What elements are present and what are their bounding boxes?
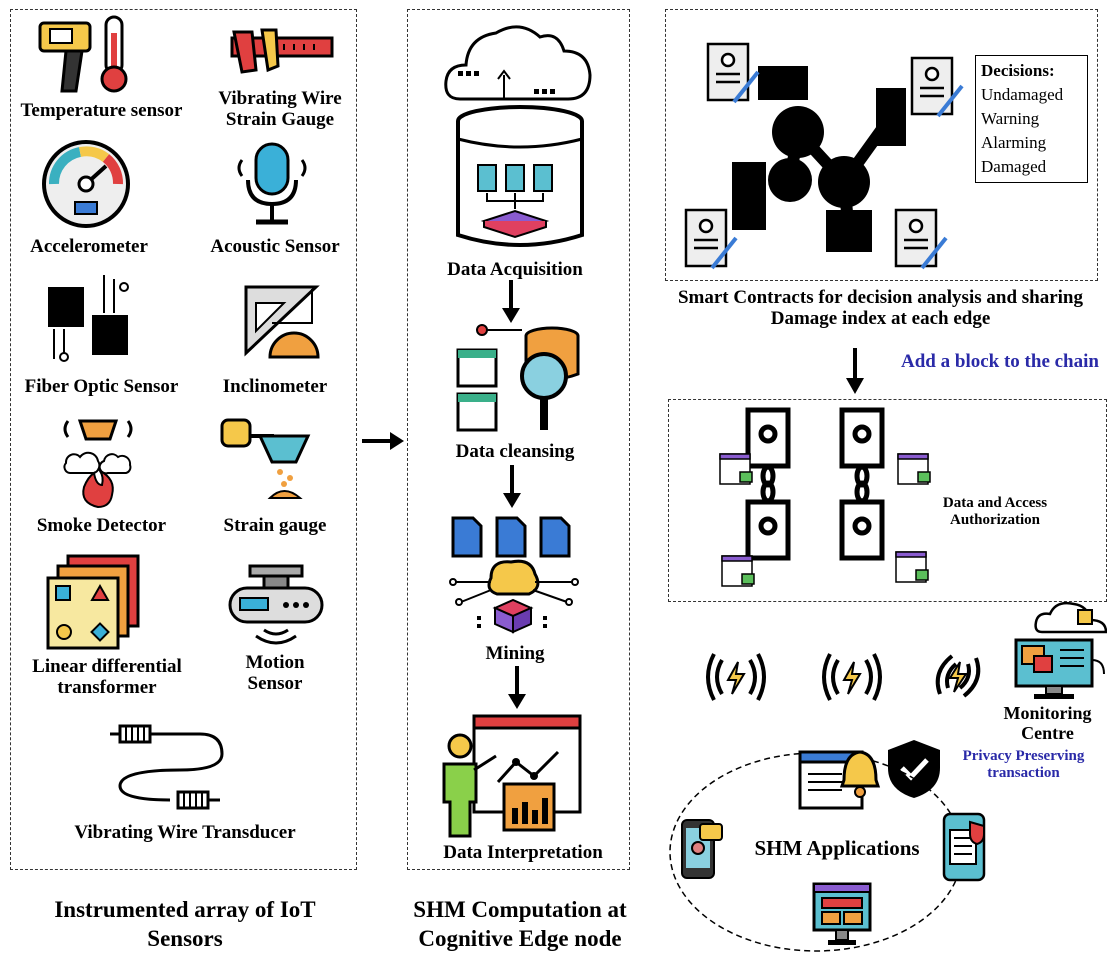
smart-contract-panel — [665, 9, 1098, 281]
edge-node-panel — [407, 9, 630, 870]
inclinometer-icon — [244, 285, 320, 359]
wireless-signal-icon-1 — [706, 653, 766, 701]
decision-alarming: Alarming — [981, 133, 1047, 152]
label-strain-gauge: Strain gauge — [223, 515, 327, 536]
mobile-chat-icon — [681, 819, 723, 879]
accelerometer-icon — [42, 140, 130, 228]
label-vibrating-wire-transducer: Vibrating Wire Transducer — [74, 822, 296, 843]
label-accelerometer: Accelerometer — [30, 236, 148, 257]
arrow-mining-to-interpretation — [508, 666, 526, 709]
sensor-array-panel — [10, 9, 357, 870]
ldt-icon — [46, 554, 140, 650]
smoke-detector-icon — [63, 419, 133, 509]
cloud-database-icon — [444, 25, 592, 247]
monitoring-centre-icon — [1014, 601, 1107, 699]
wireless-signal-icon-2 — [822, 653, 882, 701]
temperature-sensor-icon — [38, 15, 128, 93]
arrow-contract-to-chain — [846, 348, 864, 394]
label-add-block: Add a block to the chain — [901, 351, 1099, 372]
arrow-cleansing-to-mining — [503, 465, 521, 508]
caption-sensor-array: Instrumented array of IoT Sensors — [54, 897, 316, 951]
label-acoustic-sensor: Acoustic Sensor — [210, 236, 340, 257]
label-inclinometer: Inclinometer — [222, 376, 328, 397]
vibrating-wire-transducer-icon — [110, 724, 224, 810]
label-motion-sensor: Motion Sensor — [245, 652, 305, 695]
strain-gauge-sieve-icon — [220, 418, 311, 499]
label-data-access-authorization: Data and Access Authorization — [942, 495, 1048, 528]
caption-edge-node: SHM Computation at Cognitive Edge node — [413, 897, 627, 951]
wireless-signal-icon-3 — [935, 654, 981, 698]
acoustic-sensor-icon — [237, 142, 307, 225]
arrow-acq-to-cleansing — [502, 280, 520, 323]
label-monitoring-centre: Monitoring Centre — [1003, 703, 1092, 744]
label-privacy-preserving: Privacy Preserving transaction — [962, 748, 1085, 781]
motion-sensor-icon — [228, 564, 324, 645]
strain-gauge-icon — [230, 28, 334, 74]
data-interpretation-icon — [442, 714, 582, 838]
decisions-box: Decisions: Undamaged Warning Alarming Da… — [975, 55, 1088, 183]
decision-undamaged: Undamaged — [981, 85, 1064, 104]
label-data-acquisition: Data Acquisition — [447, 259, 583, 280]
label-shm-applications: SHM Applications — [754, 836, 920, 860]
desktop-monitor-icon — [812, 882, 872, 945]
decision-damaged: Damaged — [981, 157, 1047, 176]
mobile-document-icon — [942, 812, 986, 882]
mining-icon — [449, 516, 579, 634]
label-smoke-detector: Smoke Detector — [36, 515, 167, 536]
label-linear-differential-transformer: Linear differential transformer — [32, 656, 182, 699]
decision-warning: Warning — [981, 109, 1040, 128]
blockchain-icon — [719, 407, 931, 587]
browser-notification-icon — [798, 750, 881, 810]
label-temperature-sensor: Temperature sensor — [20, 100, 183, 121]
label-vibrating-wire-strain-gauge: Vibrating Wire Strain Gauge — [218, 88, 342, 131]
data-cleansing-icon — [456, 324, 580, 432]
label-mining: Mining — [485, 643, 545, 664]
fiber-optic-sensor-icon — [48, 275, 129, 362]
smart-contract-network-icon — [684, 42, 964, 270]
label-data-interpretation: Data Interpretation — [443, 842, 603, 863]
label-fiber-optic-sensor: Fiber Optic Sensor — [24, 376, 179, 397]
label-smart-contracts: Smart Contracts for decision analysis an… — [677, 287, 1083, 330]
label-data-cleansing: Data cleansing — [455, 441, 575, 462]
arrow-sensors-to-edge — [362, 432, 404, 450]
decisions-title: Decisions: — [981, 61, 1055, 80]
